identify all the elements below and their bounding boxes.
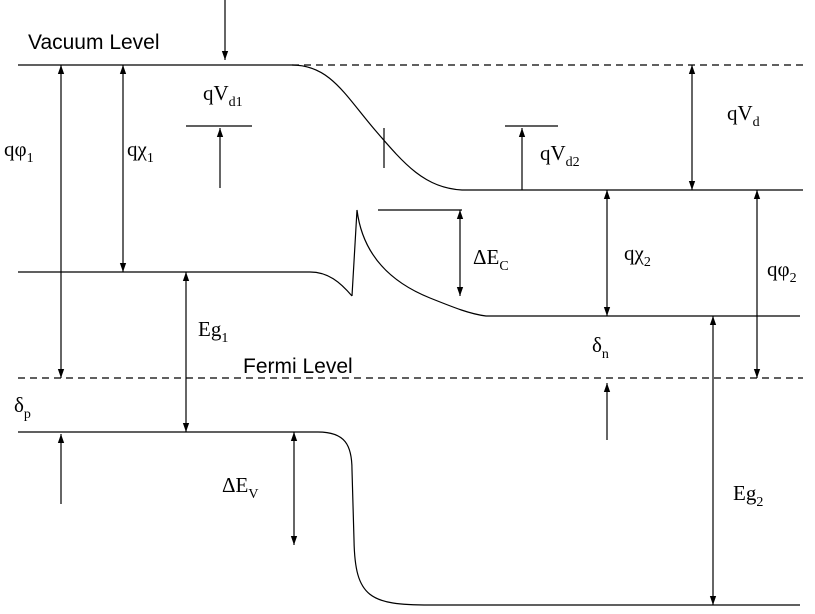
conduction-band-left — [18, 271, 353, 297]
q-vd-label: qVd — [727, 101, 760, 130]
conduction-band-spike — [351, 209, 800, 317]
q-phi1-label: qφ1 — [4, 137, 34, 166]
delta-ec-label: ΔEC — [473, 245, 509, 274]
delta-n-label: δn — [592, 333, 609, 362]
q-chi1-label: qχ1 — [127, 137, 154, 166]
delta-p-label: δp — [14, 393, 31, 422]
delta-ev-label: ΔEV — [222, 473, 258, 502]
q-vd2-label: qVd2 — [540, 141, 580, 170]
vacuum-level-line — [18, 64, 803, 191]
vacuum-level-label: Vacuum Level — [28, 31, 160, 54]
valence-band — [18, 431, 800, 606]
q-vd1-label: qVd1 — [203, 81, 243, 110]
fermi-level-label: Fermi Level — [243, 355, 353, 378]
q-chi2-label: qχ2 — [624, 241, 651, 270]
q-phi2-label: qφ2 — [767, 257, 797, 286]
eg1-label: Eg1 — [198, 317, 228, 346]
eg2-label: Eg2 — [733, 481, 763, 510]
